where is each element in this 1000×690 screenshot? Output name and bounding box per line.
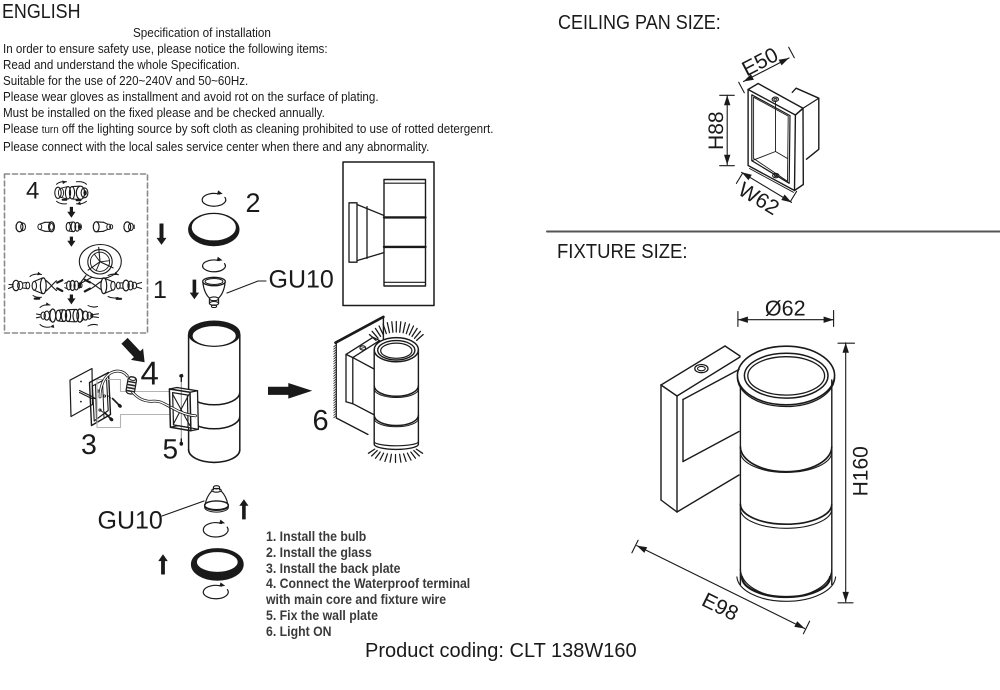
- svg-text:H160: H160: [849, 446, 872, 496]
- svg-text:H88: H88: [705, 111, 728, 150]
- svg-text:GU10: GU10: [98, 506, 163, 534]
- svg-text:E50: E50: [738, 43, 782, 81]
- svg-text:W62: W62: [734, 178, 783, 220]
- svg-text:Ø62: Ø62: [765, 297, 806, 321]
- svg-text:GU10: GU10: [269, 265, 334, 293]
- svg-text:5: 5: [163, 434, 179, 465]
- svg-text:4: 4: [141, 355, 159, 392]
- svg-text:2: 2: [246, 188, 261, 218]
- svg-text:6: 6: [313, 405, 329, 437]
- svg-text:1: 1: [153, 276, 167, 304]
- svg-text:4: 4: [26, 177, 39, 204]
- svg-text:3: 3: [81, 429, 97, 461]
